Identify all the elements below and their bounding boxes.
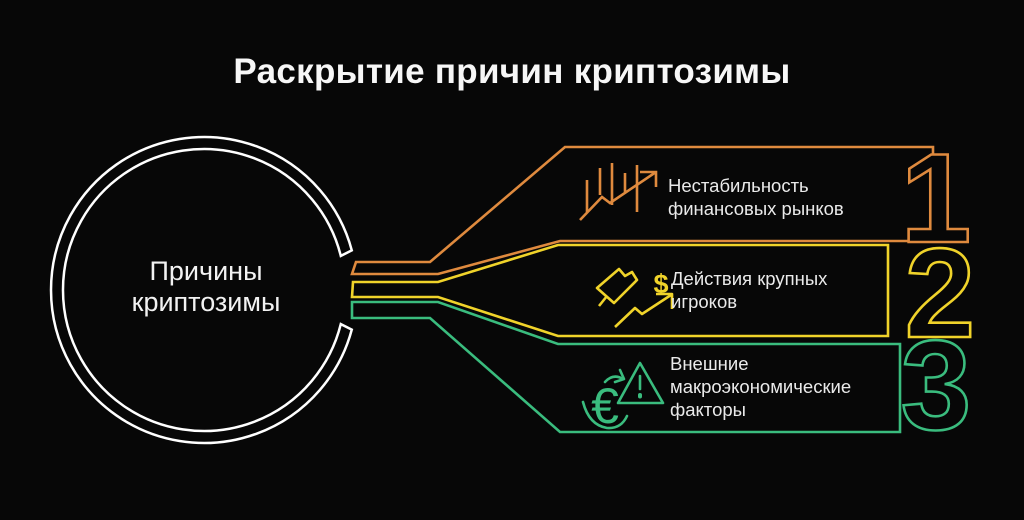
banner-1-outline (350, 145, 935, 276)
banner-2-caption-line2: игроков (671, 291, 738, 312)
megaphone-dollar-icon: $ (595, 267, 674, 328)
banner-3-outline (350, 300, 902, 434)
banner-2-caption: Действия крупных игроков (671, 267, 827, 313)
banner-3-caption: Внешние макроэкономические факторы (670, 352, 851, 421)
banner-3-caption-line2: макроэкономические (670, 376, 852, 397)
banner-2-number: 2 (905, 222, 976, 364)
banner-1-caption-line1: Нестабильность (668, 175, 809, 196)
banner-2-outline (350, 243, 890, 338)
euro-warning-icon: € (581, 361, 665, 434)
hub-label-line1: Причины (149, 256, 263, 286)
stock-chart-up-icon (579, 163, 658, 221)
banner-3-caption-line3: факторы (670, 399, 746, 420)
hub-ring (49, 135, 354, 445)
banner-3-number: 3 (901, 314, 972, 456)
hub-label-line2: криптозимы (131, 287, 281, 317)
page-title: Раскрытие причин криптозимы (233, 52, 791, 91)
banner-3-caption-line1: Внешние (670, 353, 749, 374)
dollar-glyph: $ (653, 269, 668, 299)
hub-label: Причины криптозимы (76, 256, 336, 318)
banner-1-caption-line2: финансовых рынков (668, 198, 844, 219)
banner-2-caption-line1: Действия крупных (671, 268, 828, 289)
euro-glyph: € (591, 378, 619, 434)
banner-1-caption: Нестабильность финансовых рынков (668, 174, 844, 220)
banner-1-number: 1 (901, 127, 972, 269)
